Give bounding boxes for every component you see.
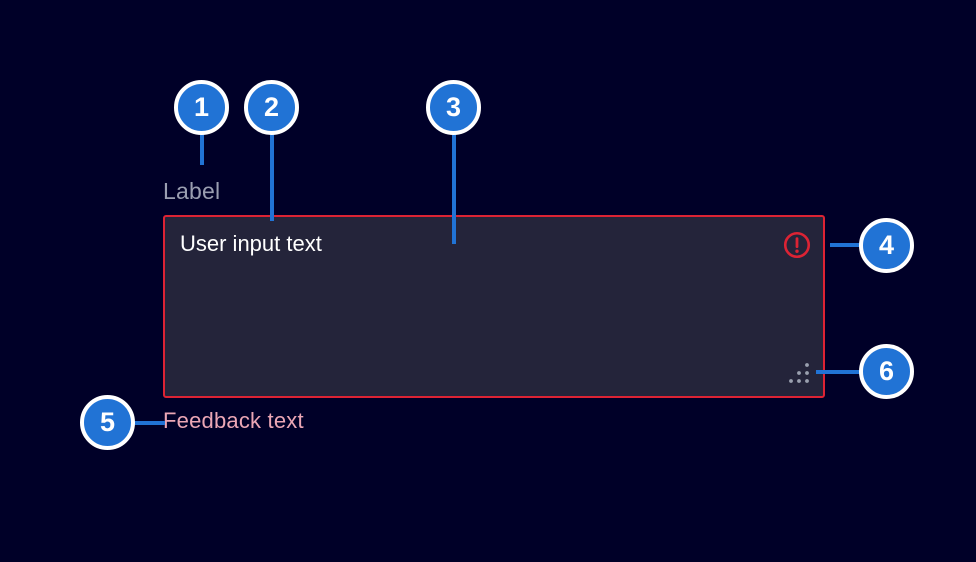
textarea-field: User input text [163,215,825,398]
annotation-badge-5-number: 5 [99,407,116,437]
annotation-connector-6 [816,370,862,374]
annotation-badge-6-number: 6 [878,356,895,386]
annotation-badge-4: 4 [859,218,914,273]
annotation-badge-5: 5 [80,395,135,450]
annotation-connector-4 [830,243,863,247]
field-label: Label [163,178,221,204]
annotation-badge-1-number: 1 [193,92,210,122]
feedback-text: Feedback text [163,408,304,433]
annotation-badge-3-number: 3 [445,92,462,122]
resize-grip-icon[interactable] [787,361,811,385]
textarea-input[interactable]: User input text [163,215,825,398]
annotation-connector-2 [270,133,274,221]
annotation-badge-3: 3 [426,80,481,135]
annotation-connector-3 [452,133,456,244]
annotation-badge-2-number: 2 [263,92,280,122]
annotation-connector-5 [130,421,165,425]
annotation-badge-2: 2 [244,80,299,135]
annotation-connector-1 [200,133,204,165]
annotation-badge-4-number: 4 [878,230,895,260]
annotation-badge-1: 1 [174,80,229,135]
annotation-badge-6: 6 [859,344,914,399]
